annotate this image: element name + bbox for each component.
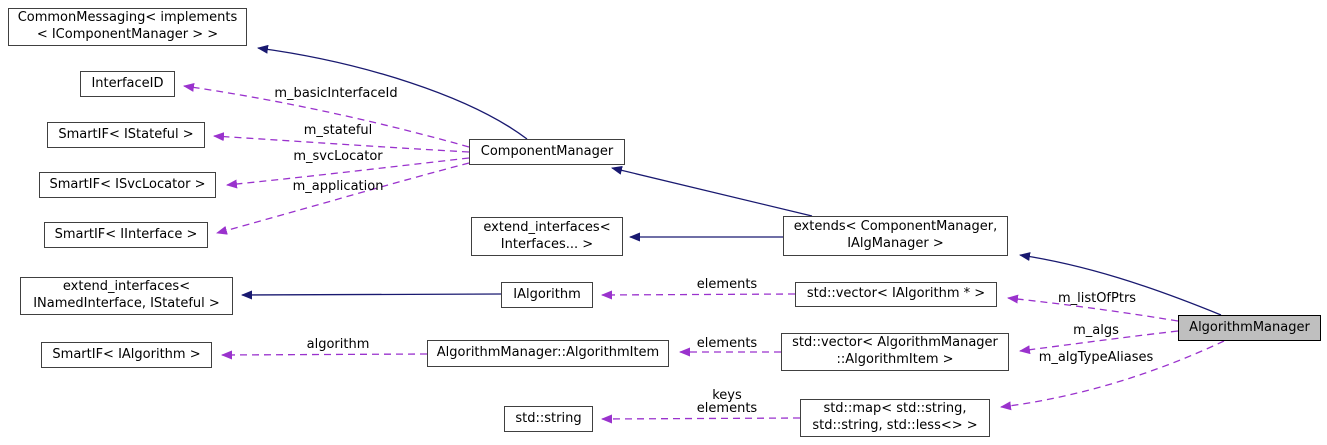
node-label-line: std::vector< AlgorithmManager <box>792 335 998 351</box>
node-smartif-iinterface[interactable]: SmartIF< IInterface > <box>44 222 208 248</box>
node-label-line: Interfaces... > <box>500 236 594 252</box>
edge-usage-vector-elements-ialgorithm <box>601 290 796 300</box>
node-label-line: std::string <box>515 410 582 426</box>
node-interfaceid[interactable]: InterfaceID <box>80 71 175 97</box>
node-extend-interfaces-pack[interactable]: extend_interfaces< Interfaces... > <box>471 217 623 256</box>
node-label-line: InterfaceID <box>91 75 164 91</box>
edge-usage-m-listofptrs <box>1007 294 1179 322</box>
node-vector-ialgorithm[interactable]: std::vector< IAlgorithm * > <box>795 282 997 307</box>
edge-label-m-listofptrs: m_listOfPtrs <box>1057 291 1137 306</box>
edge-label-algorithm: algorithm <box>306 337 370 352</box>
node-label-line: extends< ComponentManager, <box>793 219 998 235</box>
edge-usage-algorithm <box>221 350 428 360</box>
edge-usage-m-application <box>216 162 470 235</box>
node-label-line: CommonMessaging< implements <box>17 10 238 26</box>
node-label-line: ::AlgorithmItem > <box>836 352 954 367</box>
node-smartif-ialgorithm[interactable]: SmartIF< IAlgorithm > <box>41 342 212 368</box>
edge-label-elements-items: elements <box>696 336 758 351</box>
edge-usage-m-svclocator <box>226 157 470 189</box>
edge-inherit-componentmanager-commonmessaging <box>257 44 528 140</box>
node-vector-algorithmitem[interactable]: std::vector< AlgorithmManager ::Algorith… <box>781 333 1009 371</box>
node-std-map[interactable]: std::map< std::string, std::string, std:… <box>800 399 990 437</box>
node-smartif-isvclocator[interactable]: SmartIF< ISvcLocator > <box>39 172 216 198</box>
node-label-line: < IComponentManager > > <box>36 27 219 42</box>
edge-inherit-extends-componentmanager <box>611 165 813 217</box>
node-label-line: AlgorithmManager <box>1189 319 1310 335</box>
node-extend-interfaces-inamedinterface[interactable]: extend_interfaces< INamedInterface, ISta… <box>20 277 233 315</box>
node-label-line: INamedInterface, IStateful > <box>33 296 220 311</box>
node-label-line: SmartIF< IStateful > <box>58 126 194 142</box>
node-commonmessaging[interactable]: CommonMessaging< implements < IComponent… <box>8 8 247 46</box>
edge-usage-m-basicinterfaceid <box>183 82 470 148</box>
edge-label-m-algs: m_algs <box>1073 323 1119 338</box>
node-algorithmmanager-algorithmitem[interactable]: AlgorithmManager::AlgorithmItem <box>427 340 669 367</box>
node-label-line: std::map< std::string, <box>823 401 967 417</box>
edge-usage-m-algtypealiases <box>1000 340 1225 411</box>
node-std-string[interactable]: std::string <box>504 406 593 432</box>
node-label-line: ComponentManager <box>480 143 614 159</box>
edge-usage-map-keys-elements-string <box>601 414 801 424</box>
edge-label-m-basicinterfaceid: m_basicInterfaceId <box>274 86 398 101</box>
node-label-line: SmartIF< ISvcLocator > <box>49 176 206 192</box>
edge-inherit-algorithmmanager-extends <box>1019 252 1222 316</box>
node-label-line: std::string, std::less<> > <box>812 418 978 433</box>
node-label-line: extend_interfaces< <box>62 279 191 295</box>
node-label-line: IAlgManager > <box>847 236 944 251</box>
node-label-line: SmartIF< IInterface > <box>54 226 198 242</box>
node-smartif-istateful[interactable]: SmartIF< IStateful > <box>47 122 205 148</box>
node-ialgorithm[interactable]: IAlgorithm <box>501 282 593 308</box>
edge-label-m-algtypealiases: m_algTypeAliases <box>1038 350 1154 365</box>
node-label-line: extend_interfaces< <box>483 219 611 235</box>
edge-label-m-svclocator: m_svcLocator <box>293 149 383 164</box>
node-extends-componentmanager-ialgmanager[interactable]: extends< ComponentManager, IAlgManager > <box>783 216 1008 256</box>
node-label-line: AlgorithmManager::AlgorithmItem <box>436 345 660 361</box>
edge-label-m-application: m_application <box>292 179 384 194</box>
node-label-line: SmartIF< IAlgorithm > <box>52 346 201 362</box>
node-label-line: IAlgorithm <box>513 286 581 302</box>
node-algorithmmanager-current[interactable]: AlgorithmManager <box>1178 315 1321 341</box>
edge-label-m-stateful: m_stateful <box>303 123 373 138</box>
edge-label-elements-ptrs: elements <box>696 277 758 292</box>
node-componentmanager[interactable]: ComponentManager <box>469 139 625 165</box>
edge-inherit-ialgorithm-extendinterfaces <box>241 290 502 300</box>
edge-label-keys: keys <box>712 388 742 403</box>
edge-label-elements-map: elements <box>696 401 758 416</box>
node-label-line: std::vector< IAlgorithm * > <box>806 286 986 302</box>
